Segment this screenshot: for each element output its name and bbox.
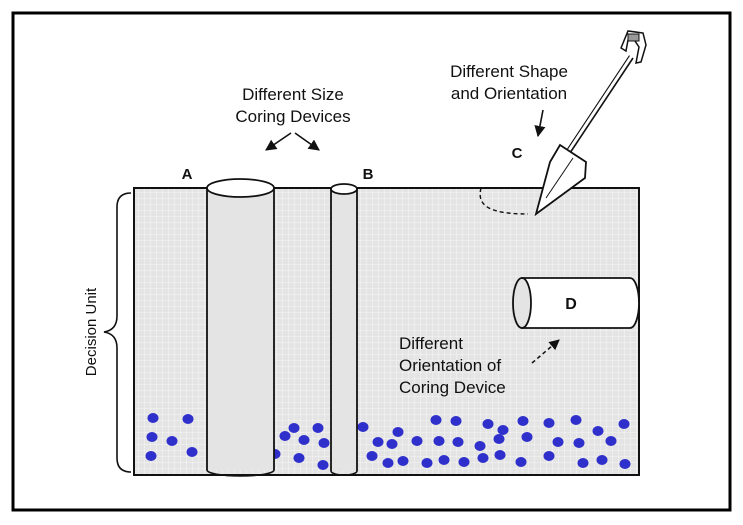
decision-unit-bracket xyxy=(103,192,132,473)
particle xyxy=(543,418,555,428)
particle xyxy=(392,427,404,437)
particle xyxy=(552,437,564,447)
particle xyxy=(570,415,582,425)
particle xyxy=(366,451,378,461)
shape-label-line2: and Orientation xyxy=(451,84,567,103)
orient-label-line3: Coring Device xyxy=(399,378,506,397)
size-label-line2: Coring Devices xyxy=(235,107,350,126)
particle xyxy=(517,416,529,426)
particle xyxy=(494,450,506,460)
particle xyxy=(382,458,394,468)
size-arrow-right xyxy=(294,132,320,151)
size-label-line1: Different Size xyxy=(242,85,344,104)
particle xyxy=(477,453,489,463)
particle xyxy=(450,416,462,426)
particle xyxy=(147,413,159,423)
particle xyxy=(397,456,409,466)
orient-label-line1: Different xyxy=(399,334,463,353)
particle xyxy=(438,455,450,465)
coring-device-a xyxy=(206,178,275,477)
orient-label-line2: Orientation of xyxy=(399,356,501,375)
particle xyxy=(605,436,617,446)
particle xyxy=(312,423,324,433)
particle xyxy=(372,437,384,447)
shape-label-line1: Different Shape xyxy=(450,62,568,81)
orient-arrow xyxy=(531,339,560,364)
particle xyxy=(482,419,494,429)
particle xyxy=(458,457,470,467)
particle xyxy=(317,460,329,470)
particle xyxy=(573,438,585,448)
particle xyxy=(293,453,305,463)
particle xyxy=(288,423,300,433)
coring-device-d: D xyxy=(512,277,640,329)
particle xyxy=(619,459,631,469)
particle xyxy=(515,457,527,467)
size-arrow-left xyxy=(265,132,292,151)
particle xyxy=(521,432,533,442)
particle xyxy=(166,436,178,446)
particle xyxy=(430,415,442,425)
letter-a: A xyxy=(182,166,193,183)
particle xyxy=(592,426,604,436)
particle xyxy=(452,437,464,447)
letter-c: C xyxy=(512,145,523,162)
particle xyxy=(596,455,608,465)
particle xyxy=(318,438,330,448)
particle xyxy=(421,458,433,468)
particle xyxy=(146,432,158,442)
particle xyxy=(298,435,310,445)
particle xyxy=(474,441,486,451)
letter-d: D xyxy=(565,296,577,313)
shovel-icon xyxy=(534,30,647,217)
decision-unit-label: Decision Unit xyxy=(83,287,100,376)
particle xyxy=(411,436,423,446)
coring-device-b xyxy=(330,183,358,476)
particle xyxy=(497,425,509,435)
particle xyxy=(493,434,505,444)
particle xyxy=(182,414,194,424)
particle xyxy=(577,458,589,468)
shovel-scoop-outline xyxy=(479,187,529,215)
letter-b: B xyxy=(363,166,374,183)
particle xyxy=(145,451,157,461)
particle xyxy=(618,419,630,429)
particle xyxy=(543,451,555,461)
shape-arrow xyxy=(534,109,546,138)
particle xyxy=(279,431,291,441)
particle xyxy=(433,436,445,446)
particle xyxy=(186,447,198,457)
particle xyxy=(357,422,369,432)
particle xyxy=(386,439,398,449)
